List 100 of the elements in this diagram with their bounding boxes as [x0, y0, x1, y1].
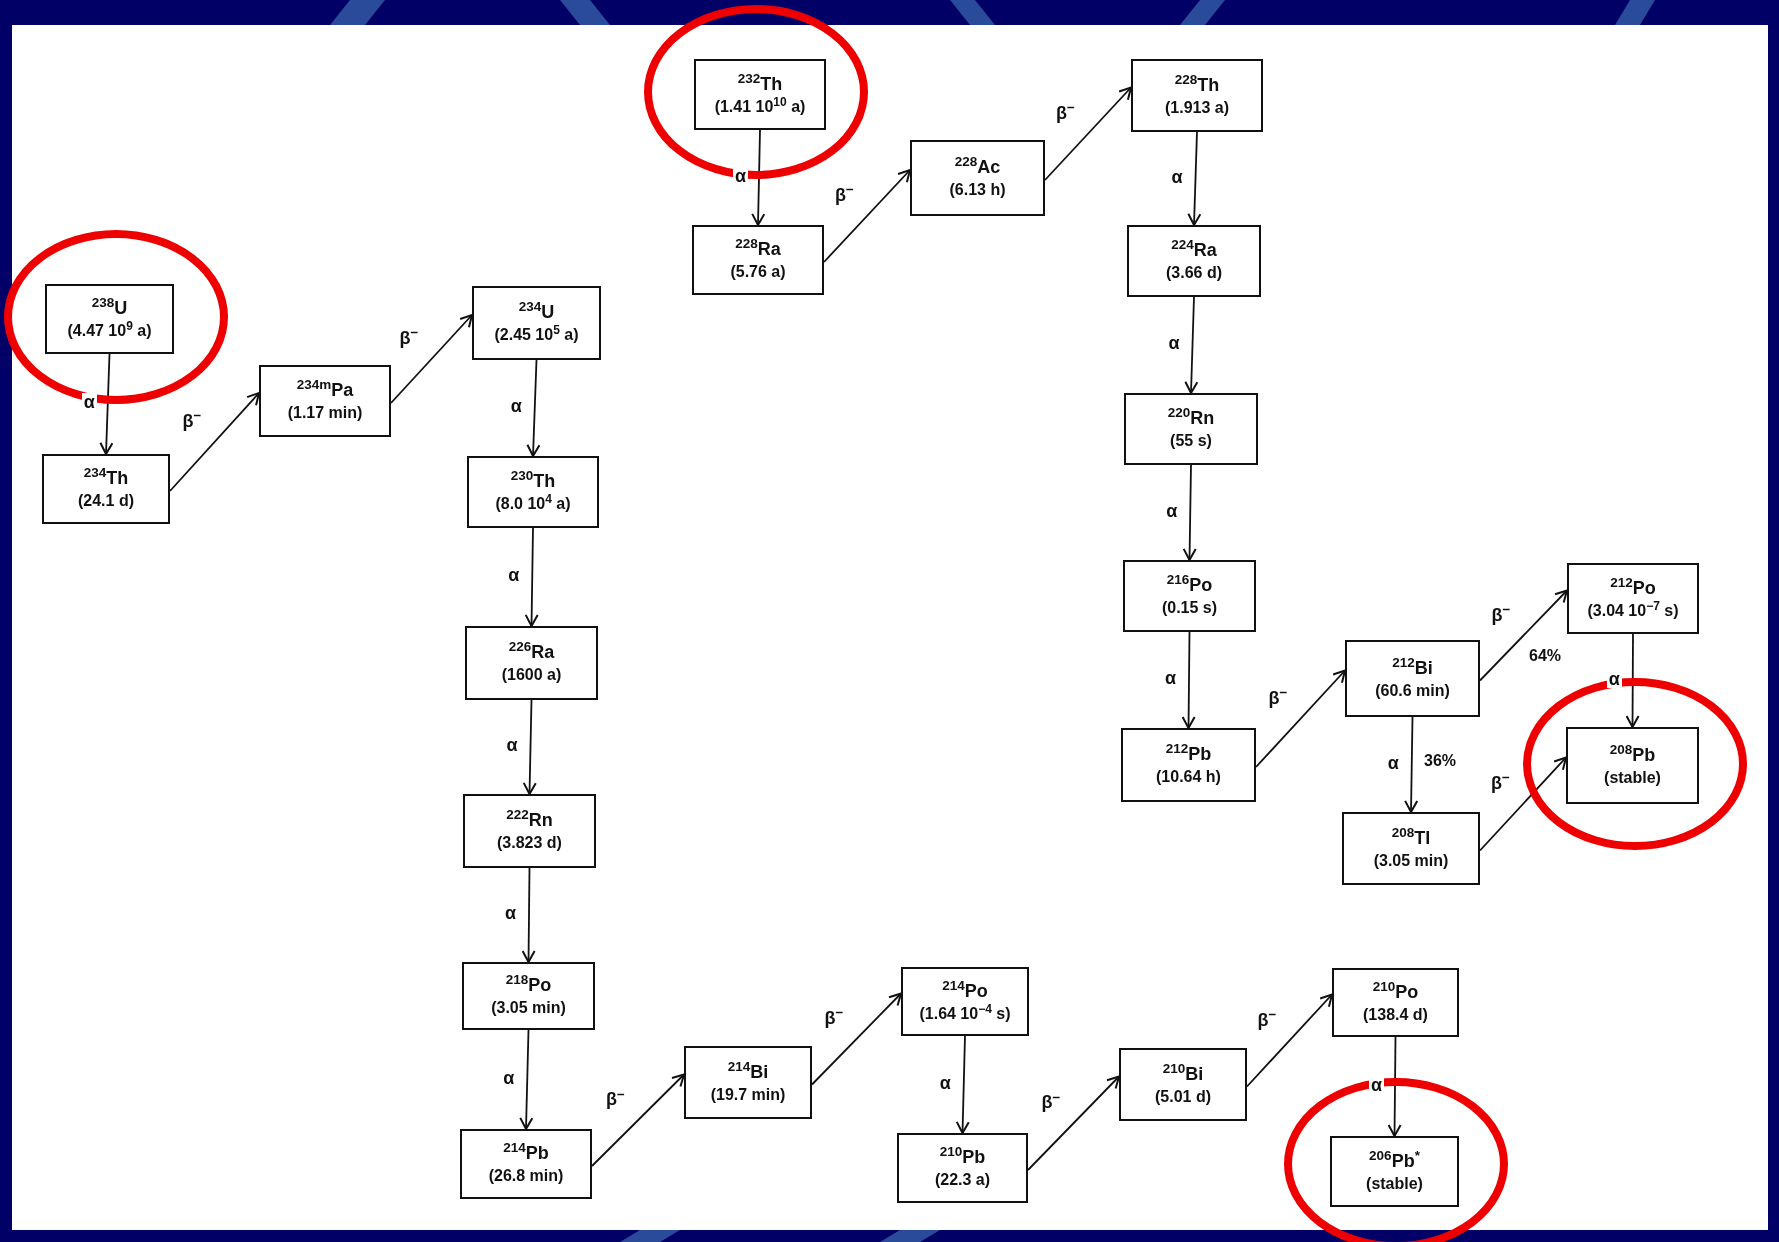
nuclide-symbol: $^{210}$Bi: [1162, 1064, 1204, 1083]
nuclide-symbol: $^{234}$U: [518, 303, 555, 321]
half-life: (stable): [1366, 1175, 1423, 1192]
nuclide-box: [45, 284, 174, 354]
nuclide-symbol: $^{226}$Ra: [508, 643, 555, 661]
nuclide-box: [467, 456, 599, 528]
nuclide-box: [463, 794, 596, 868]
nuclide-symbol: $^{224}$Ra: [1171, 241, 1217, 259]
half-life: (60.6 min): [1375, 682, 1450, 699]
nuclide-symbol: $^{210}$Pb: [939, 1148, 986, 1166]
nuclide-box: [42, 454, 170, 524]
edge-label: β$^{−}$: [822, 1009, 846, 1027]
nuclide-box: [692, 225, 824, 295]
arrow: [1027, 1075, 1120, 1171]
half-life: (1.913 a): [1164, 99, 1229, 116]
arrow: [526, 359, 541, 457]
arrow: [751, 129, 766, 226]
nuclide-box: [1124, 393, 1258, 465]
arrow: [1387, 1036, 1402, 1137]
half-life: (26.8 min): [488, 1168, 564, 1184]
arrow: [390, 314, 473, 404]
arrow: [1184, 296, 1199, 394]
nuclide-symbol: $^{214}$Pb: [503, 1144, 549, 1162]
half-life: (22.3 a): [934, 1172, 991, 1188]
arrow: [955, 1035, 970, 1134]
half-life: (3.823 d): [497, 835, 562, 851]
nuclide-symbol: $^{218}$Po: [505, 976, 552, 994]
half-life: (1600 a): [501, 667, 562, 683]
half-life: (19.7 min): [710, 1086, 786, 1103]
arrow: [522, 699, 537, 795]
half-life: (5.01 d): [1155, 1088, 1211, 1105]
half-life: (1.17 min): [287, 405, 363, 421]
branching-ratio: 36%: [1422, 753, 1459, 769]
half-life: (24.1 d): [78, 493, 134, 509]
arrow: [811, 992, 902, 1086]
half-life: (8.0 10$^{4}$ a): [495, 496, 571, 512]
nuclide-box: [472, 286, 601, 360]
branching-ratio: 64%: [1527, 648, 1564, 664]
half-life: (0.15 s): [1161, 600, 1218, 616]
arrow: [823, 169, 911, 263]
nuclide-box: [460, 1129, 592, 1199]
arrow: [1187, 131, 1202, 226]
edge-label: β$^{−}$: [1489, 774, 1512, 792]
arrow: [519, 1029, 534, 1130]
arrow: [1182, 464, 1197, 561]
arrow: [521, 867, 536, 963]
half-life: (6.13 h): [949, 182, 1006, 198]
arrow: [591, 1073, 685, 1167]
nuclide-box: [1127, 225, 1261, 297]
nuclide-symbol: $^{208}$Pb: [1609, 745, 1656, 764]
nuclide-symbol: $^{212}$Po: [1610, 578, 1656, 597]
half-life: (138.4 d): [1363, 1006, 1428, 1023]
nuclide-box: [1345, 640, 1480, 717]
arrow: [1246, 993, 1333, 1088]
arrow: [1255, 669, 1346, 768]
half-life: (3.04 10$^{−7}$ s): [1587, 602, 1679, 619]
nuclide-box: [1121, 728, 1256, 802]
nuclide-box: [694, 59, 826, 130]
nuclide-symbol: $^{228}$Ra: [735, 240, 781, 258]
half-life: (5.76 a): [730, 264, 786, 280]
nuclide-symbol: $^{216}$Po: [1166, 576, 1213, 594]
arrow: [1181, 631, 1196, 729]
nuclide-symbol: $^{234}$Th: [83, 469, 129, 487]
nuclide-box: [684, 1046, 812, 1119]
nuclide-symbol: $^{230}$Th: [510, 472, 556, 490]
nuclide-symbol: $^{214}$Bi: [727, 1062, 769, 1081]
half-life: (55 s): [1170, 433, 1212, 449]
arrow: [1404, 716, 1419, 813]
half-life: (3.66 d): [1166, 265, 1222, 281]
half-life: (stable): [1604, 769, 1661, 786]
nuclide-box: [1123, 560, 1256, 632]
nuclide-symbol: $^{228}$Th: [1174, 75, 1220, 94]
arrow: [524, 527, 539, 627]
nuclide-box: [910, 140, 1045, 216]
edge-label: β$^{−}$: [604, 1090, 627, 1109]
arrow: [1479, 589, 1568, 682]
nuclide-symbol: $^{228}$Ac: [954, 158, 1001, 176]
nuclide-box: [1332, 968, 1459, 1037]
half-life: (10.64 h): [1156, 769, 1221, 785]
nuclide-symbol: $^{208}$Tl: [1391, 828, 1431, 847]
half-life: (1.41 10$^{10}$ a): [714, 98, 806, 115]
nuclide-box: [1119, 1048, 1247, 1121]
nuclide-symbol: $^{214}$Po: [942, 981, 988, 1000]
nuclide-symbol: $^{206}$Pb$^{*}$: [1369, 1151, 1420, 1170]
arrow: [1479, 756, 1567, 852]
nuclide-symbol: $^{234m}$Pa: [296, 381, 354, 399]
nuclide-symbol: $^{222}$Rn: [506, 811, 553, 829]
edge-label: β$^{−}$: [180, 412, 204, 430]
nuclide-symbol: $^{210}$Po: [1372, 982, 1419, 1001]
nuclide-box: [901, 967, 1029, 1036]
nuclide-box: [462, 962, 595, 1030]
nuclide-box: [897, 1133, 1028, 1203]
edge-label: β$^{−}$: [1039, 1093, 1063, 1112]
half-life: (4.47 10$^{9}$ a): [67, 323, 152, 339]
nuclide-box: [465, 626, 598, 700]
edge-label: β$^{−}$: [833, 186, 856, 204]
nuclide-symbol: $^{220}$Rn: [1167, 409, 1215, 427]
arrow: [99, 353, 114, 455]
nuclide-box: [259, 365, 391, 437]
half-life: (3.05 min): [1373, 852, 1449, 869]
